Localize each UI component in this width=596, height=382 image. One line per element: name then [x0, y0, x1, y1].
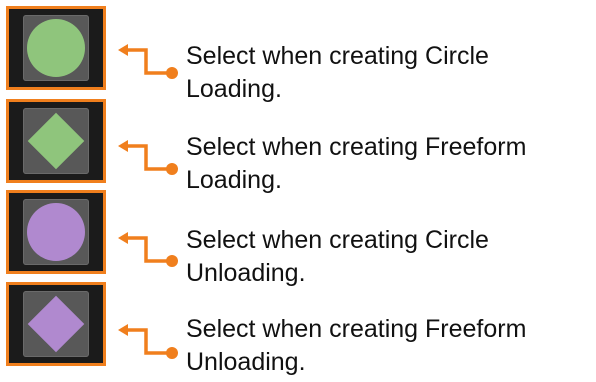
purple-diamond-icon [27, 295, 85, 353]
connector-arrow-3 [118, 232, 178, 267]
freeform-unloading-label: Select when creating Freeform Unloading. [186, 315, 527, 376]
connector-arrow-2 [118, 140, 178, 175]
circle-loading-label: Select when creating Circle Loading. [186, 42, 489, 103]
freeform-unloading-tool-button[interactable] [6, 282, 106, 366]
purple-circle-icon [27, 203, 85, 261]
connector-arrow-4 [118, 324, 178, 359]
circle-unloading-tool-button[interactable] [6, 190, 106, 274]
green-diamond-icon [27, 112, 85, 170]
freeform-loading-tool-button[interactable] [6, 99, 106, 183]
green-circle-icon [27, 19, 85, 77]
connector-arrow-1 [118, 44, 178, 79]
circle-loading-tool-button[interactable] [6, 6, 106, 90]
freeform-loading-label: Select when creating Freeform Loading. [186, 133, 527, 194]
circle-unloading-label: Select when creating Circle Unloading. [186, 226, 489, 287]
